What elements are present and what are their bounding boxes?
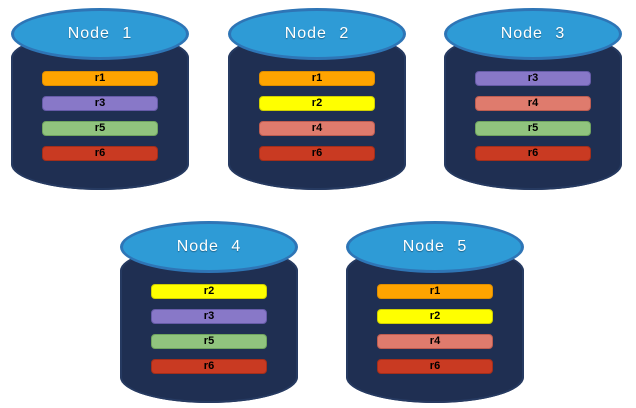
replica-bar: r6 bbox=[377, 359, 493, 374]
replica-bar: r5 bbox=[475, 121, 591, 136]
replica-bar: r1 bbox=[42, 71, 158, 86]
replica-bar: r3 bbox=[151, 309, 267, 324]
replica-bar: r2 bbox=[151, 284, 267, 299]
replica-label: r6 bbox=[311, 147, 323, 159]
replica-label: r3 bbox=[527, 72, 539, 84]
replica-label: r5 bbox=[94, 122, 106, 134]
replica-bar: r6 bbox=[42, 146, 158, 161]
node-title: Node 4 bbox=[176, 238, 242, 255]
replica-bar: r4 bbox=[377, 334, 493, 349]
replica-list: r1 r2 r4 r6 bbox=[259, 71, 375, 171]
replica-bar: r2 bbox=[259, 96, 375, 111]
node-title: Node 1 bbox=[67, 25, 133, 42]
replica-label: r6 bbox=[94, 147, 106, 159]
replica-bar: r6 bbox=[475, 146, 591, 161]
replica-list: r3 r4 r5 r6 bbox=[475, 71, 591, 171]
replica-label: r1 bbox=[94, 72, 106, 84]
replica-bar: r5 bbox=[42, 121, 158, 136]
db-node-2: Node 2 r1 r2 r4 r6 bbox=[228, 8, 406, 190]
replica-label: r5 bbox=[527, 122, 539, 134]
replica-list: r1 r3 r5 r6 bbox=[42, 71, 158, 171]
replica-bar: r5 bbox=[151, 334, 267, 349]
replica-bar: r1 bbox=[377, 284, 493, 299]
cylinder-top: Node 3 bbox=[444, 8, 622, 60]
db-node-1: Node 1 r1 r3 r5 r6 bbox=[11, 8, 189, 190]
db-node-4: Node 4 r2 r3 r5 r6 bbox=[120, 221, 298, 403]
db-node-5: Node 5 r1 r2 r4 r6 bbox=[346, 221, 524, 403]
replica-bar: r4 bbox=[475, 96, 591, 111]
replica-label: r6 bbox=[527, 147, 539, 159]
replica-label: r3 bbox=[203, 310, 215, 322]
replica-bar: r4 bbox=[259, 121, 375, 136]
cylinder-top: Node 4 bbox=[120, 221, 298, 273]
replica-bar: r1 bbox=[259, 71, 375, 86]
replica-list: r1 r2 r4 r6 bbox=[377, 284, 493, 384]
node-title: Node 3 bbox=[500, 25, 566, 42]
cylinder-top: Node 5 bbox=[346, 221, 524, 273]
replica-bar: r3 bbox=[475, 71, 591, 86]
replica-label: r3 bbox=[94, 97, 106, 109]
replica-bar: r3 bbox=[42, 96, 158, 111]
node-title: Node 2 bbox=[284, 25, 350, 42]
db-node-3: Node 3 r3 r4 r5 r6 bbox=[444, 8, 622, 190]
replica-label: r4 bbox=[527, 97, 539, 109]
replica-label: r6 bbox=[203, 360, 215, 372]
replica-label: r6 bbox=[429, 360, 441, 372]
replica-bar: r2 bbox=[377, 309, 493, 324]
replica-bar: r6 bbox=[151, 359, 267, 374]
cylinder-top: Node 1 bbox=[11, 8, 189, 60]
replica-label: r2 bbox=[203, 285, 215, 297]
cylinder-top: Node 2 bbox=[228, 8, 406, 60]
replica-bar: r6 bbox=[259, 146, 375, 161]
node-title: Node 5 bbox=[402, 238, 468, 255]
replica-label: r2 bbox=[311, 97, 323, 109]
replica-label: r4 bbox=[311, 122, 323, 134]
replica-list: r2 r3 r5 r6 bbox=[151, 284, 267, 384]
replica-label: r4 bbox=[429, 335, 441, 347]
replica-label: r1 bbox=[429, 285, 441, 297]
replica-label: r5 bbox=[203, 335, 215, 347]
replica-label: r2 bbox=[429, 310, 441, 322]
replica-label: r1 bbox=[311, 72, 323, 84]
